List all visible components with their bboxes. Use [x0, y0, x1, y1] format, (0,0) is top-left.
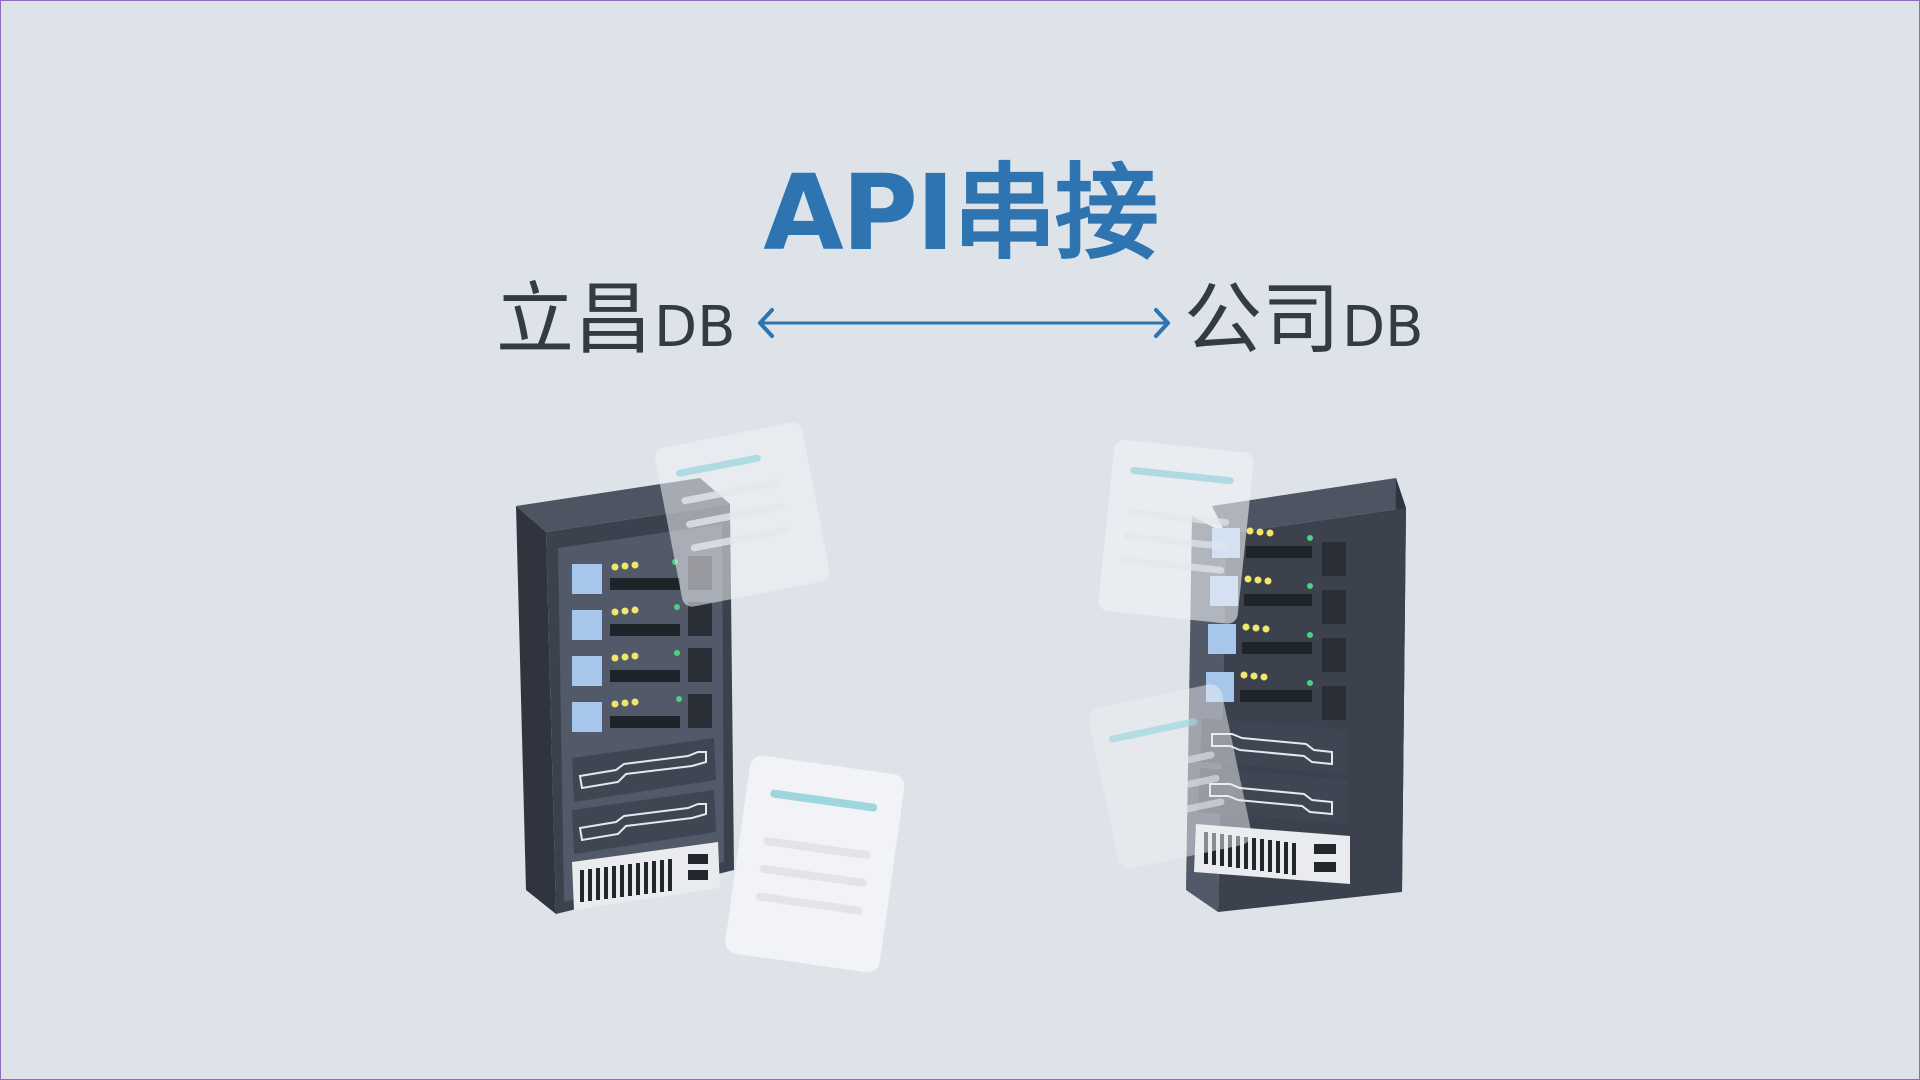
right-db-suffix: DB [1342, 295, 1424, 360]
left-db-label: 立昌DB [496, 270, 736, 370]
right-db-label: 公司DB [1184, 270, 1424, 370]
bidirectional-arrow-icon [758, 308, 1170, 338]
right-db-name: 公司 [1184, 275, 1341, 365]
document-icon [725, 755, 905, 973]
left-db-name: 立昌 [496, 275, 653, 365]
server-rack-icon [516, 478, 734, 914]
document-icon [1098, 439, 1254, 624]
document-icon [1088, 684, 1252, 869]
left-db-suffix: DB [654, 295, 736, 360]
slide-title: API串接 [763, 152, 1158, 274]
document-icon [655, 422, 830, 607]
